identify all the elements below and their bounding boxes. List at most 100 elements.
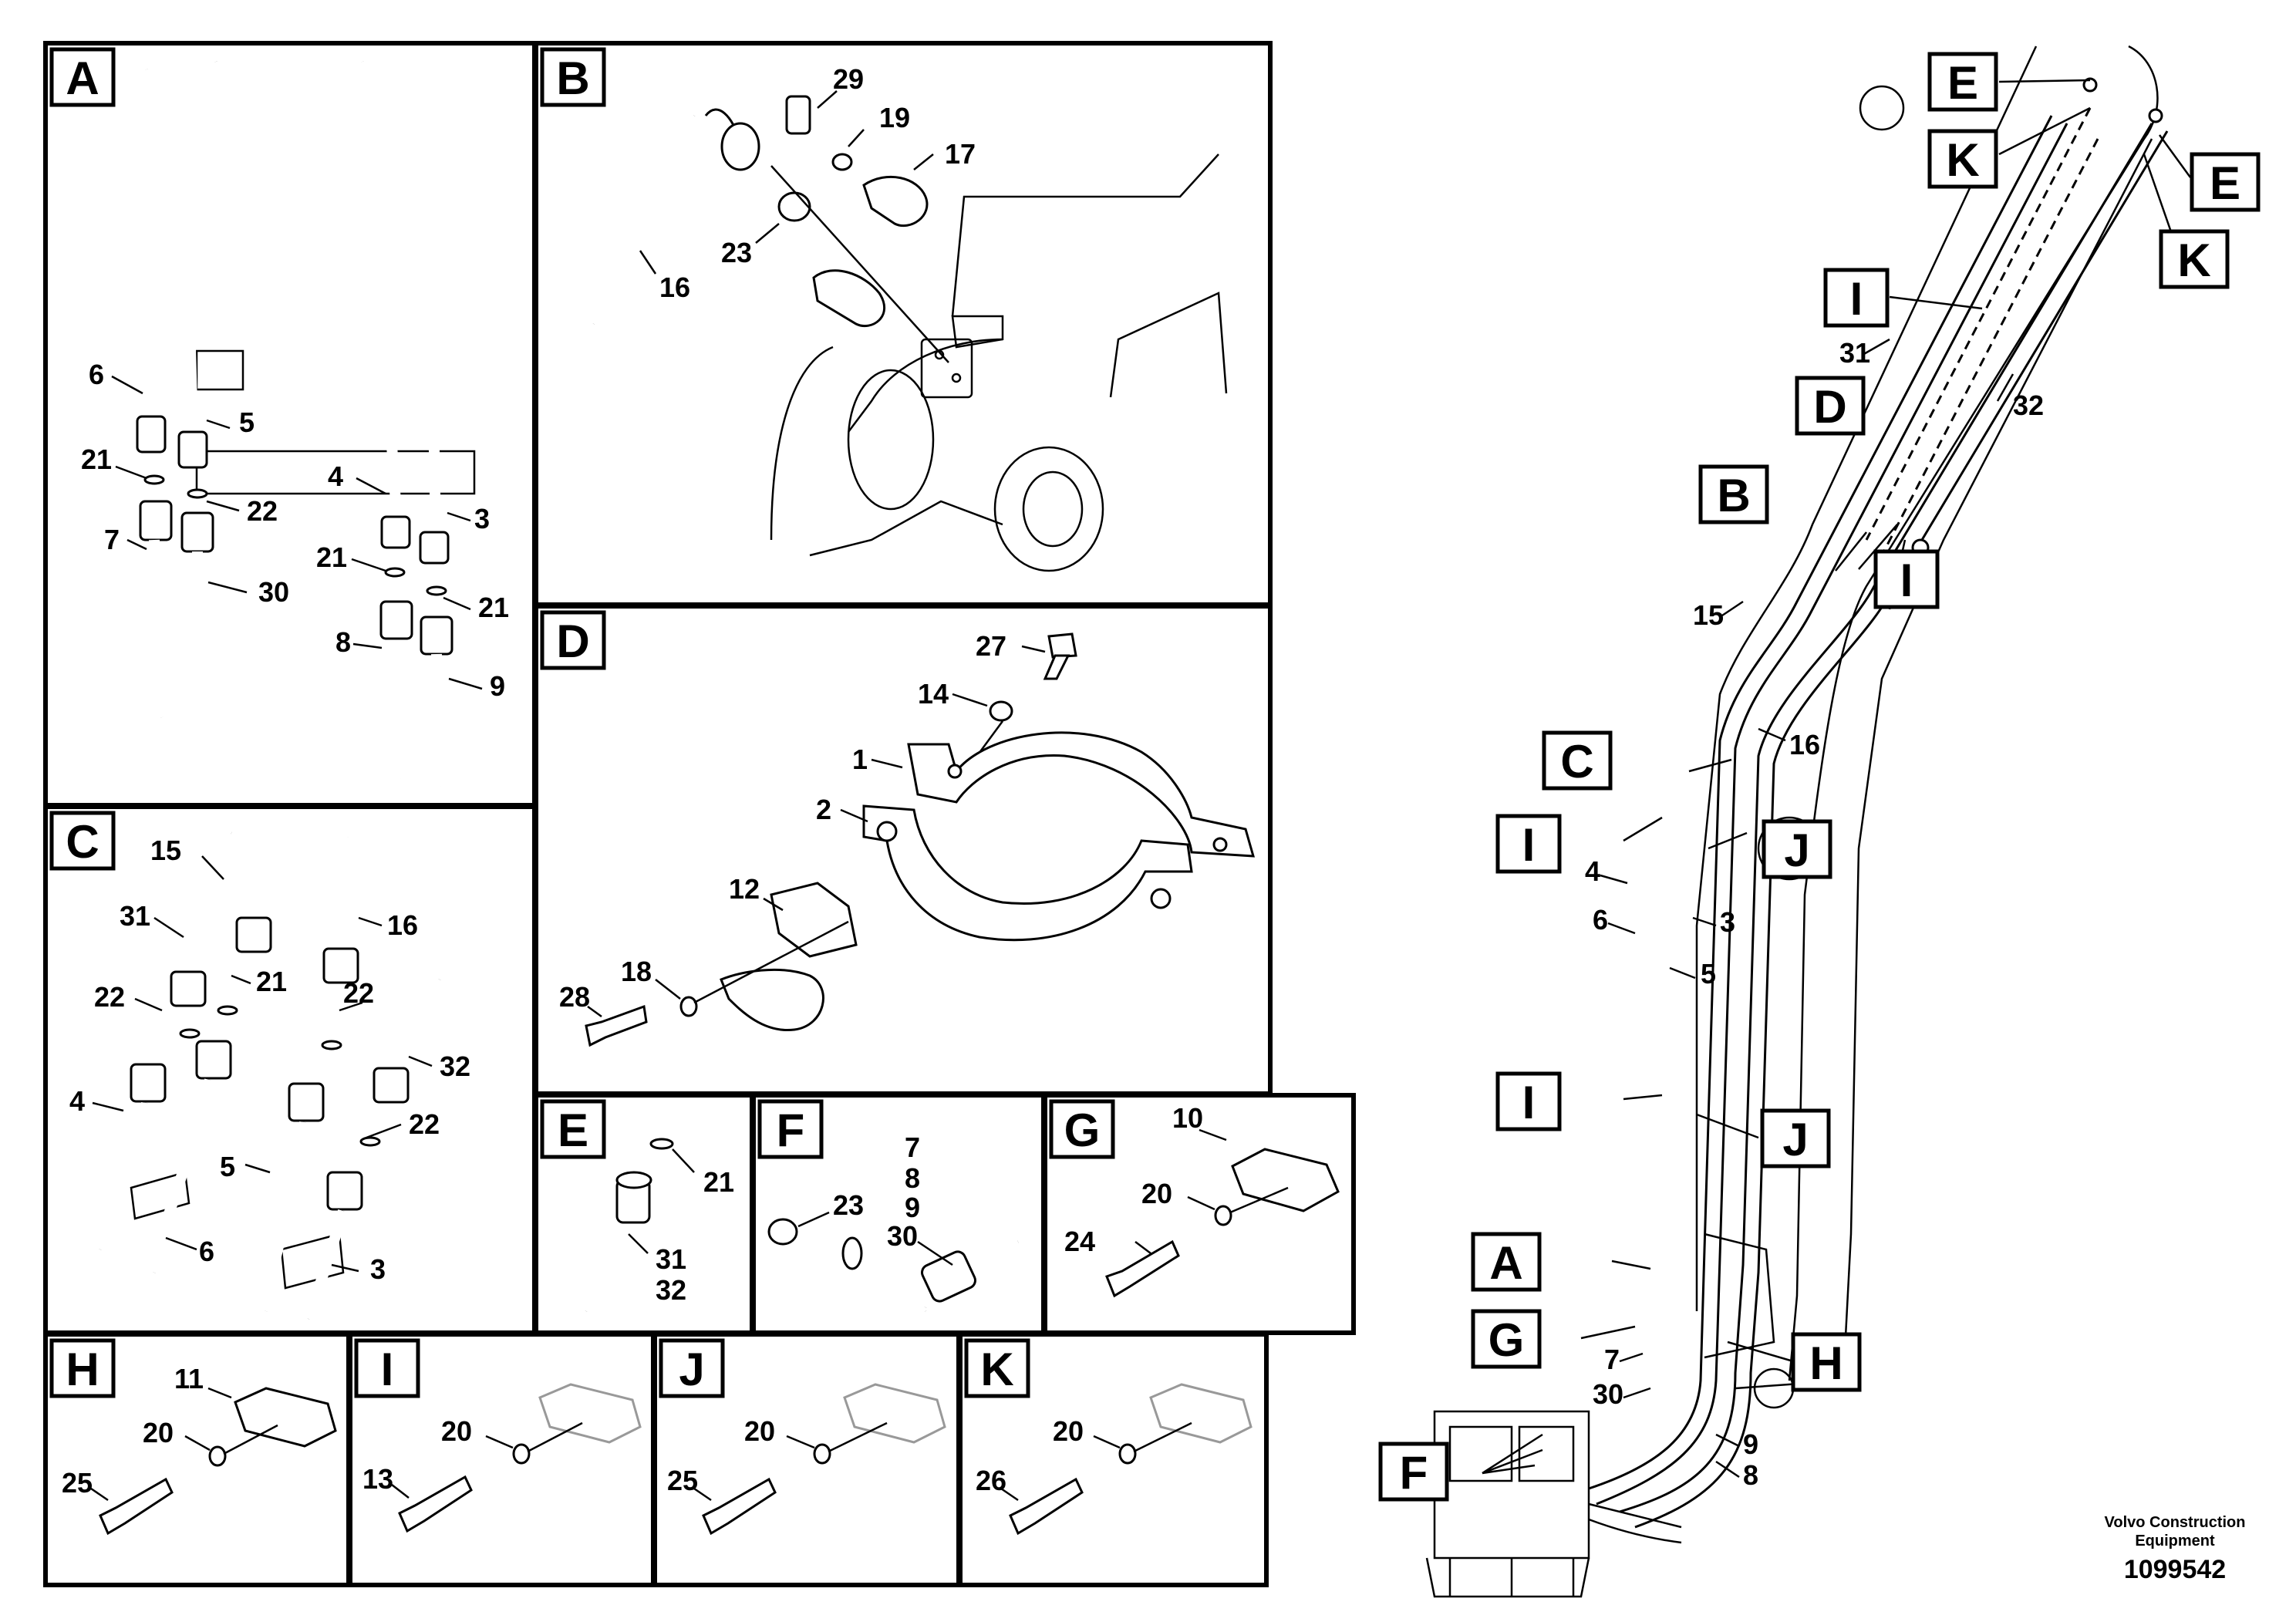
panel-g-drawing [1105,1128,1340,1298]
part-number: 16 [659,271,690,303]
panel-tag: F [777,1104,805,1156]
part-number: 5 [220,1151,235,1182]
doc-number: 1099542 [2124,1555,2226,1584]
overview-tag: I [1522,819,1536,871]
part-number: 25 [667,1465,698,1496]
overview-tag: I [1522,1077,1536,1128]
overview-part-number: 32 [2013,389,2044,421]
part-number: 21 [256,966,287,997]
overview-part-number: 5 [1701,958,1716,990]
panel-h-drawing [90,1387,337,1536]
panel-tag-box [49,811,116,871]
overview-part-number: 7 [1604,1344,1620,1375]
overview-part-number: 9 [1743,1428,1758,1460]
overview-tag: K [1946,134,1979,186]
part-number: 20 [441,1415,472,1447]
part-number: 22 [343,977,374,1009]
part-number: 29 [833,63,864,95]
part-number: 13 [362,1463,393,1495]
panel-tag: A [66,52,99,104]
overview-tag: J [1782,1114,1808,1165]
part-number: 1 [852,744,868,775]
panel-tag: G [1064,1104,1101,1156]
footer: Volvo Construction Equipment 1099542 [2105,1514,2246,1584]
panel-a-labels: A 6 5 21 22 7 30 4 3 21 21 8 9 [49,47,509,702]
part-number: 14 [918,678,949,710]
panel-tag-box [757,1099,824,1159]
panel-j-drawing [693,1383,946,1536]
overview-part-number: 31 [1839,337,1870,369]
overview-tag-box [1760,1108,1831,1168]
part-number: 21 [316,541,347,573]
overview-part-number: 30 [1593,1378,1623,1410]
overview-tag: E [2210,157,2240,209]
part-number: 20 [143,1417,174,1448]
part-number: 22 [247,495,278,527]
panel-k-labels: K 20 26 [964,1338,1084,1496]
overview-tag-box [1795,376,1866,436]
part-number: 21 [703,1166,734,1198]
overview-part-number: 6 [1593,904,1608,936]
panel-b-labels: B 29 19 17 23 16 [540,47,976,303]
overview-tag: G [1489,1314,1525,1366]
overview-part-number: 16 [1789,729,1820,760]
panel-tag: H [66,1344,99,1395]
panel-c-drawing [92,828,445,1321]
panel-e-drawing [581,1138,695,1313]
part-number: 32 [440,1050,470,1082]
panel-tag-box [540,47,606,107]
overview-tag-box [1378,1442,1449,1502]
panel-tag-box [354,1338,420,1398]
overview-tag-box [1471,1232,1542,1292]
overview-tag: I [1900,555,1913,606]
overview-tag-box [2190,152,2261,212]
part-number: 3 [474,503,490,534]
part-number: 8 [905,1162,920,1194]
panel-tag: K [980,1344,1013,1395]
part-number: 20 [1053,1415,1084,1447]
part-number: 24 [1064,1226,1095,1257]
overview-tag: D [1813,381,1846,433]
panel-h-labels: H 11 20 25 [49,1338,204,1499]
part-number: 7 [104,524,120,555]
panel-tag-box [49,47,116,107]
overview-part-number: 15 [1693,599,1724,631]
overview-tag: B [1717,470,1750,521]
overview-tag-box [1927,52,1998,112]
brand-line-2: Equipment [2135,1533,2215,1549]
panel-tag-box [1049,1099,1115,1159]
part-number: 32 [656,1274,686,1306]
panel-f-labels: F 7 8 9 30 23 [757,1099,920,1252]
panel-e-labels: E 21 31 32 [540,1099,734,1306]
part-number: 26 [976,1465,1006,1496]
part-number: 12 [729,873,760,905]
panel-tag: B [556,52,589,104]
panel-tag: D [556,615,589,667]
panel-c-labels: C 15 31 16 21 22 22 32 22 4 5 6 3 [49,811,470,1285]
overview-tag-box [1873,549,1940,609]
part-number: 10 [1172,1102,1203,1134]
panel-j-labels: J 20 25 [659,1338,775,1496]
panel-g-labels: G 10 20 24 [1049,1099,1203,1257]
panel-tag: C [66,816,99,868]
overview-tag: F [1400,1447,1428,1499]
overview-tag-box [1495,814,1562,874]
panel-i-drawing [391,1383,642,1533]
panel-f-drawing [767,1211,1020,1314]
part-number: 22 [409,1108,440,1140]
panel-i-labels: I 20 13 [354,1338,472,1495]
part-number: 27 [976,630,1006,662]
panel-tag-box [49,1338,116,1398]
part-number: 2 [816,794,831,825]
panel-tag-box [964,1338,1030,1398]
panel-tag-box [659,1338,725,1398]
part-number: 22 [94,981,125,1013]
part-number: 25 [62,1467,93,1499]
overview-tag: A [1489,1237,1522,1289]
part-number: 20 [744,1415,775,1447]
panel-d-drawing [585,632,1256,1047]
overview-tag: J [1784,824,1809,876]
overview-part-number: 4 [1585,855,1600,887]
part-number: 28 [559,981,590,1013]
